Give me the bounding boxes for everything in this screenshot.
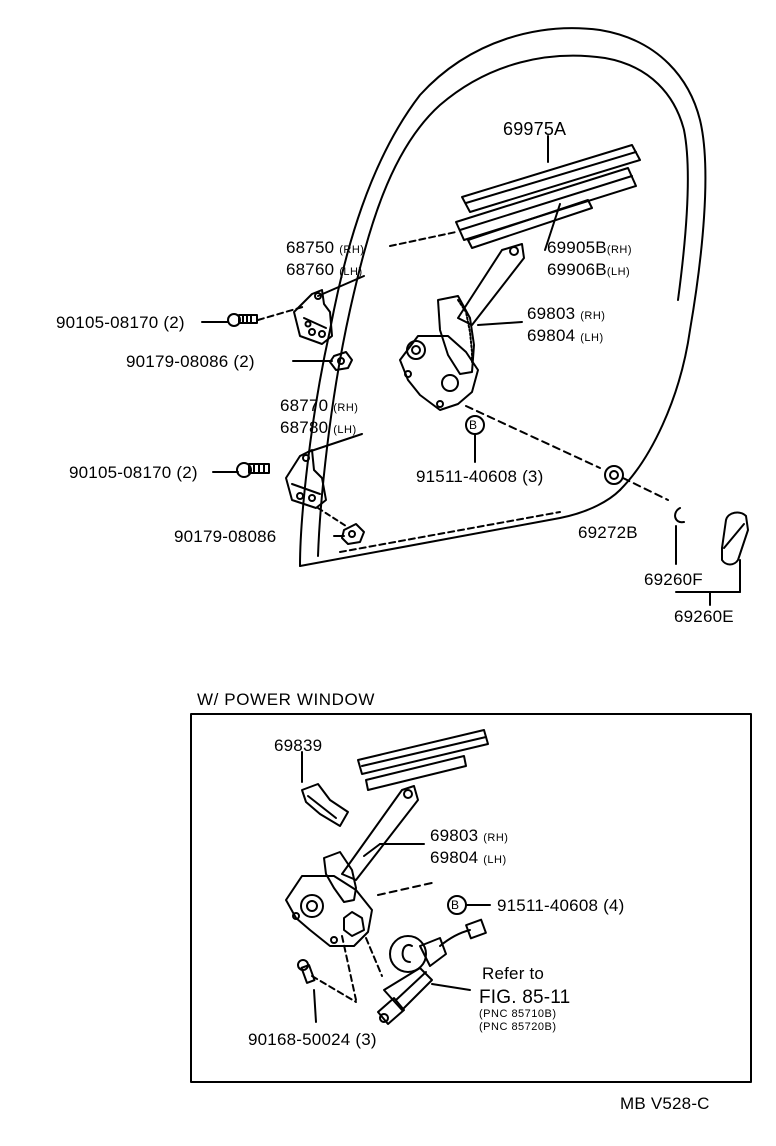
label-pw-regulator-lh: 69804 (430, 848, 479, 867)
label-upper-hinge-lh: 68760 (286, 260, 335, 279)
label-snap-ring: 69260F (644, 570, 703, 589)
label-upper-hinge: 68750 (RH) 68760 (LH) (286, 238, 364, 282)
tag-upper-hinge-rh: (RH) (339, 244, 365, 256)
label-bolt-upper: 90105-08170 (2) (56, 313, 185, 332)
label-pw-bolt-b: 91511-40608 (4) (497, 896, 625, 915)
label-lower-hinge-lh: 68780 (280, 418, 329, 437)
tag-regulator-rh: (RH) (580, 310, 606, 322)
tag-lower-hinge-rh: (RH) (333, 402, 359, 414)
manual-window-regulator (399, 243, 525, 411)
label-upper-hinge-rh: 68750 (286, 238, 335, 257)
label-run-lh: 69906B (547, 260, 607, 279)
pw-leader-lines (363, 843, 425, 857)
label-pnc-1: (PNC 85710B) (479, 1008, 557, 1020)
label-bolt-b-upper: 91511-40608 (3) (416, 467, 544, 486)
label-pw-screw: 90168-50024 (3) (248, 1030, 377, 1049)
label-glass-run: 69905B(RH) 69906B(LH) (547, 238, 632, 282)
pw-b-marker (447, 895, 491, 915)
label-handle-assy: 69260E (674, 607, 734, 626)
tag-run-rh: (RH) (606, 244, 633, 256)
label-run-rh: 69905B (547, 238, 607, 257)
glass-channel-69975A (455, 144, 641, 249)
label-refer-to: Refer to (482, 964, 545, 983)
pw-bracket-69839 (301, 751, 349, 827)
pw-motor (377, 918, 487, 1025)
pw-screw (297, 959, 317, 1023)
tag-upper-hinge-lh: (LH) (339, 266, 363, 278)
bolt-b-and-handle-parts (465, 405, 749, 606)
footer-code: MB V528-C (620, 1094, 710, 1113)
label-nut-upper: 90179-08086 (2) (126, 352, 255, 371)
tag-lower-hinge-lh: (LH) (333, 424, 357, 436)
b-marker-pw: B (451, 898, 460, 912)
tag-regulator-lh: (LH) (580, 332, 604, 344)
lower-door-hinge (285, 449, 327, 509)
label-pw-regulator-rh: 69803 (430, 826, 479, 845)
tag-run-lh: (LH) (606, 266, 631, 278)
label-regulator-rh: 69803 (527, 304, 576, 323)
upper-hinge-nut (329, 351, 353, 371)
power-window-box (190, 713, 752, 1083)
label-nut-lower: 90179-08086 (174, 527, 277, 546)
tag-pw-regulator-rh: (RH) (483, 832, 509, 844)
label-handle-seat: 69272B (578, 523, 638, 542)
lower-hinge-nut (317, 507, 365, 545)
upper-hinge-bolt (227, 305, 307, 327)
label-regulator-lh: 69804 (527, 326, 576, 345)
label-pw-regulator: 69803 (RH) 69804 (LH) (430, 826, 508, 870)
label-pw-bracket: 69839 (274, 736, 323, 755)
lower-hinge-bolt (236, 462, 270, 478)
b-marker-upper: B (469, 418, 478, 432)
label-regulator: 69803 (RH) 69804 (LH) (527, 304, 605, 348)
label-glass-channel: 69975A (503, 119, 567, 139)
upper-door-hinge (293, 289, 333, 345)
pw-regulator (285, 785, 437, 1003)
upper-leader-lines (201, 135, 561, 537)
label-lower-hinge: 68770 (RH) 68780 (LH) (280, 396, 358, 440)
label-pnc-2: (PNC 85720B) (479, 1021, 557, 1033)
tag-pw-regulator-lh: (LH) (483, 854, 507, 866)
label-figure-ref: FIG. 85-11 (479, 987, 571, 1008)
power-window-title: W/ POWER WINDOW (197, 690, 376, 709)
label-bolt-lower: 90105-08170 (2) (69, 463, 198, 482)
label-lower-hinge-rh: 68770 (280, 396, 329, 415)
pw-glass-channel (357, 729, 489, 791)
